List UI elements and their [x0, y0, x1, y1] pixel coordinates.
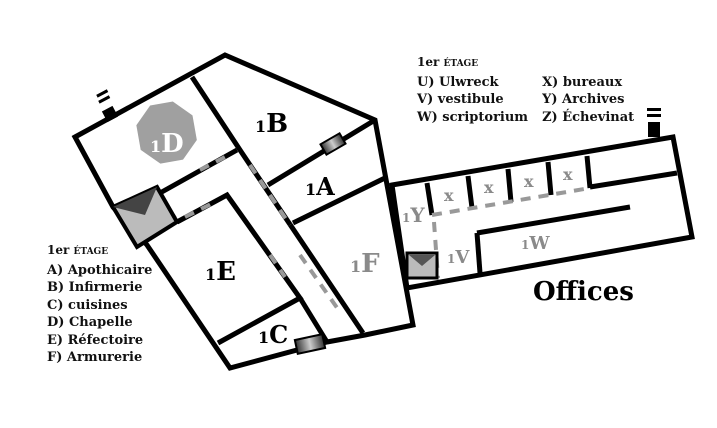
legend-item: A) Apothicaire — [47, 262, 153, 278]
legend-right-heading: 1er ÉTAGE — [417, 55, 479, 69]
legend-item: Z) Échevinat — [542, 109, 635, 125]
offices-doorways — [431, 186, 591, 279]
legend-item: B) Infirmerie — [47, 280, 143, 295]
chimney-left-icon — [96, 89, 119, 123]
legend-item: E) Réfectoire — [47, 332, 144, 348]
room-label-e: 1E — [205, 257, 236, 287]
room-label-x: x — [484, 178, 494, 197]
room-label-f: 1F — [350, 249, 380, 279]
legend-left: 1er ÉTAGE A) Apothicaire B) Infirmerie C… — [47, 242, 152, 367]
legend-right: 1er ÉTAGE U) Ulwreck V) vestibule W) scr… — [417, 54, 634, 126]
legend-item: Y) Archives — [542, 92, 625, 107]
room-label-x: x — [563, 165, 573, 184]
legend-item: F) Armurerie — [47, 350, 143, 365]
room-label-x: x — [444, 186, 454, 205]
room-label-x: x — [524, 172, 534, 191]
room-label-w: 1W — [521, 233, 550, 254]
room-label-b: 1B — [255, 109, 288, 139]
room-label-c: 1C — [258, 320, 288, 349]
chapel-octagon — [136, 101, 197, 164]
room-label-y: 1Y — [402, 203, 425, 227]
room-label-d: 1D — [150, 129, 184, 159]
chimney-right-icon — [647, 108, 661, 137]
legend-left-heading: 1er ÉTAGE — [47, 243, 109, 257]
room-labels: 1D 1B 1A 1F 1E 1C 1Y 1V 1W x x x x Offic… — [150, 109, 634, 349]
stair-main — [110, 184, 180, 250]
door-block-b-a — [319, 131, 347, 157]
stair-offices — [405, 251, 439, 280]
room-label-v: 1V — [447, 247, 470, 268]
offices-walls — [389, 134, 695, 291]
legend-item: V) vestibule — [417, 92, 504, 107]
room-label-a: 1A — [305, 172, 335, 201]
offices-label: Offices — [533, 277, 634, 307]
legend-item: X) bureaux — [542, 74, 623, 90]
legend-item: C) cuisines — [47, 297, 128, 313]
door-block-c — [293, 333, 327, 355]
legend-item: W) scriptorium — [417, 109, 529, 125]
legend-item: U) Ulwreck — [417, 74, 499, 90]
legend-item: D) Chapelle — [47, 315, 133, 330]
